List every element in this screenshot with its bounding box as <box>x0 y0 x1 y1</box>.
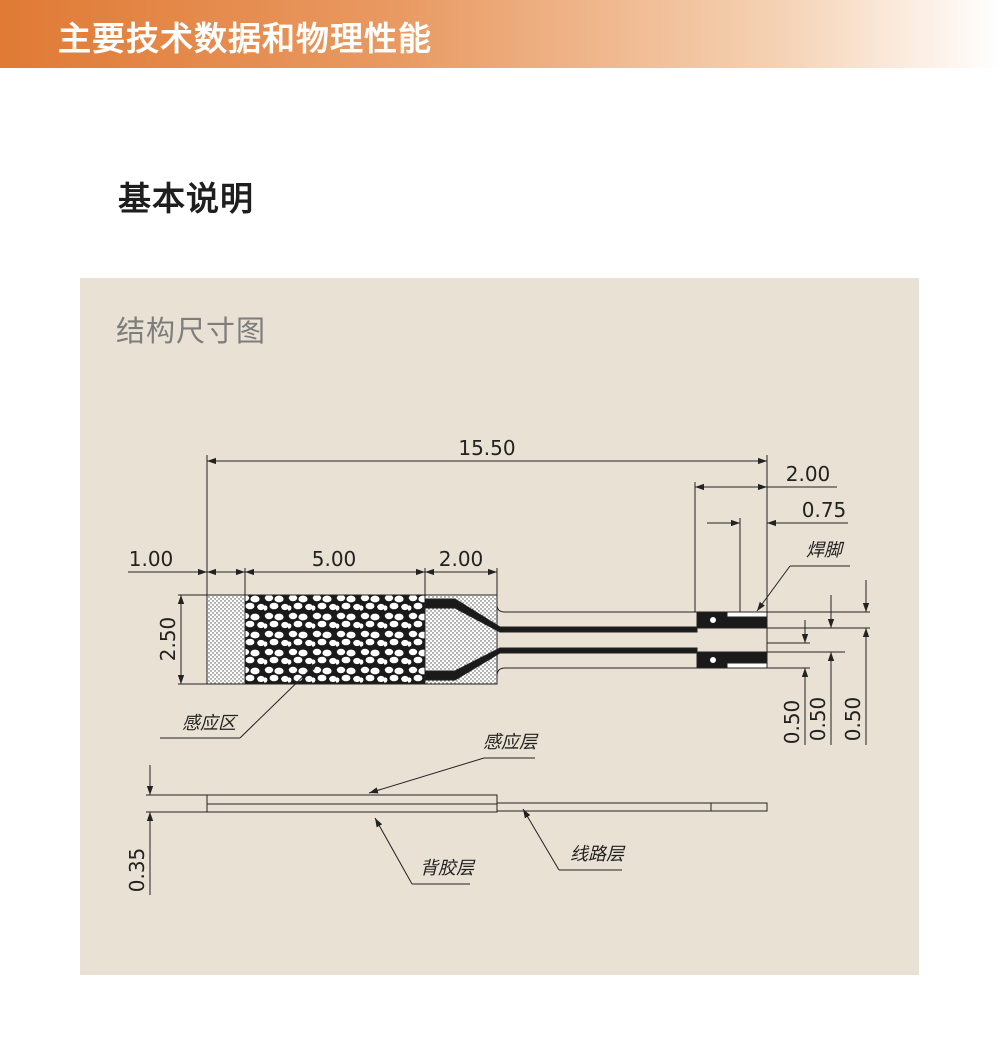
dim-pad-width-2: 0.50 <box>806 697 830 742</box>
sensor-outline <box>206 594 498 685</box>
left-margin-area <box>206 594 246 685</box>
adhesive-layer-profile <box>206 803 498 813</box>
section-title: 基本说明 <box>118 179 254 218</box>
solder-hole-lower <box>710 657 716 663</box>
dim-sensing-length: 5.00 <box>312 547 357 571</box>
tail-outline <box>496 595 768 684</box>
dim-solder-pad-length: 2.00 <box>786 462 831 486</box>
dim-solder-hole-offset: 0.75 <box>802 498 847 522</box>
dim-thickness: 0.35 <box>125 848 149 893</box>
dim-overall-length: 15.50 <box>458 436 515 460</box>
dim-transition-length: 2.00 <box>439 547 484 571</box>
solder-hole-upper <box>710 617 716 623</box>
dim-pad-width-3: 0.50 <box>841 697 865 742</box>
circuit-layer-profile <box>496 802 768 812</box>
upper-trace <box>424 598 698 633</box>
sensing-area <box>244 594 426 685</box>
label-solder-pin: 焊脚 <box>806 540 845 561</box>
label-adhesive-layer: 背胶层 <box>420 858 476 879</box>
label-sensing-area: 感应区 <box>182 713 239 734</box>
dim-left-margin: 1.00 <box>129 547 174 571</box>
label-sensing-layer: 感应层 <box>483 732 539 753</box>
dim-pad-width-1: 0.50 <box>780 700 804 745</box>
header-bar: 主要技术数据和物理性能 <box>0 0 1000 68</box>
sensing-layer-profile <box>206 794 498 805</box>
panel-title: 结构尺寸图 <box>116 314 267 348</box>
dim-sensor-width: 2.50 <box>156 617 180 662</box>
label-circuit-layer: 线路层 <box>570 844 626 865</box>
header-title: 主要技术数据和物理性能 <box>58 19 432 58</box>
lower-trace <box>424 647 698 681</box>
